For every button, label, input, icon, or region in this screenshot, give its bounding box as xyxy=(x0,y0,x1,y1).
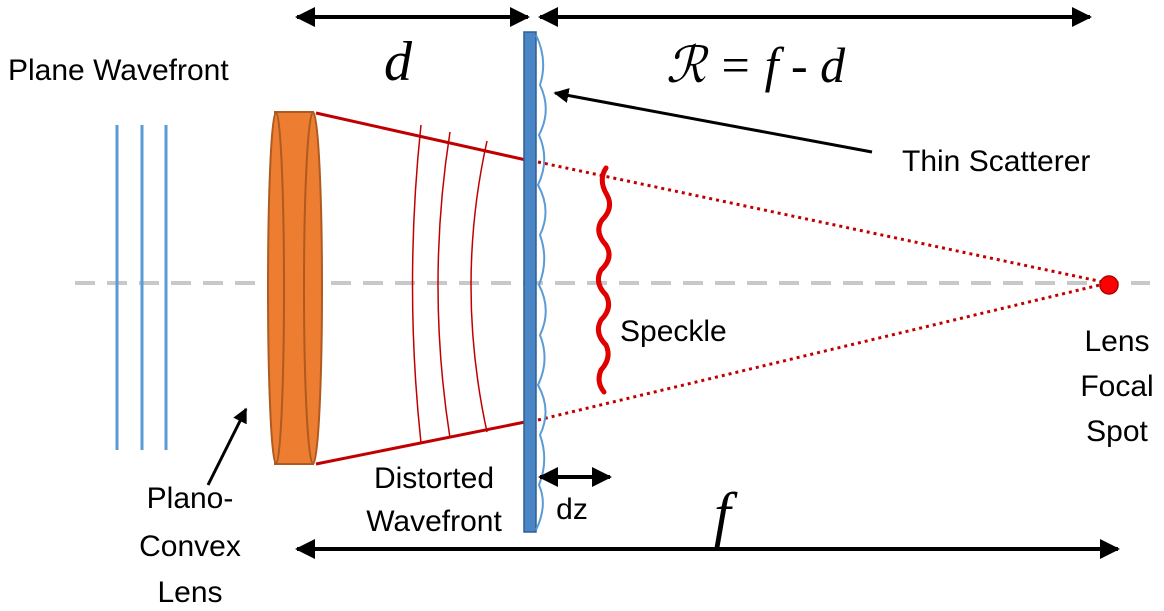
r-equation-label: ℛ = f - d xyxy=(666,37,846,93)
lens-focal-spot-label-3: Spot xyxy=(1086,415,1148,448)
pointer-lens xyxy=(206,407,248,486)
plano-convex-label-2: Convex xyxy=(139,530,241,563)
speckle-curve xyxy=(595,165,613,395)
dz-label: dz xyxy=(556,493,588,526)
plano-convex-label-1: Plano- xyxy=(147,482,234,515)
plano-convex-label-3: Lens xyxy=(157,576,222,609)
distorted-wavefront-label-2: Wavefront xyxy=(366,505,502,538)
pointer-thin-scatterer xyxy=(553,88,873,154)
focal-spot xyxy=(1099,275,1119,295)
thin-scatterer-label: Thin Scatterer xyxy=(902,145,1090,178)
distorted-wavefront-label-1: Distorted xyxy=(374,462,494,495)
beam-dotted xyxy=(537,160,1109,422)
d-label: d xyxy=(384,31,413,93)
distorted-wavefront-arcs xyxy=(411,124,488,444)
lens-focal-spot-label-1: Lens xyxy=(1084,325,1149,358)
speckle-label: Speckle xyxy=(620,315,727,348)
plane-wavefront-lines xyxy=(115,125,168,450)
f-label: f xyxy=(714,481,738,547)
beam-solid xyxy=(315,111,536,466)
lens-focal-spot-label-2: Focal xyxy=(1080,370,1153,403)
plane-wavefront-label: Plane Wavefront xyxy=(8,54,229,87)
thin-scatterer xyxy=(523,31,547,533)
plano-convex-lens xyxy=(267,111,323,465)
